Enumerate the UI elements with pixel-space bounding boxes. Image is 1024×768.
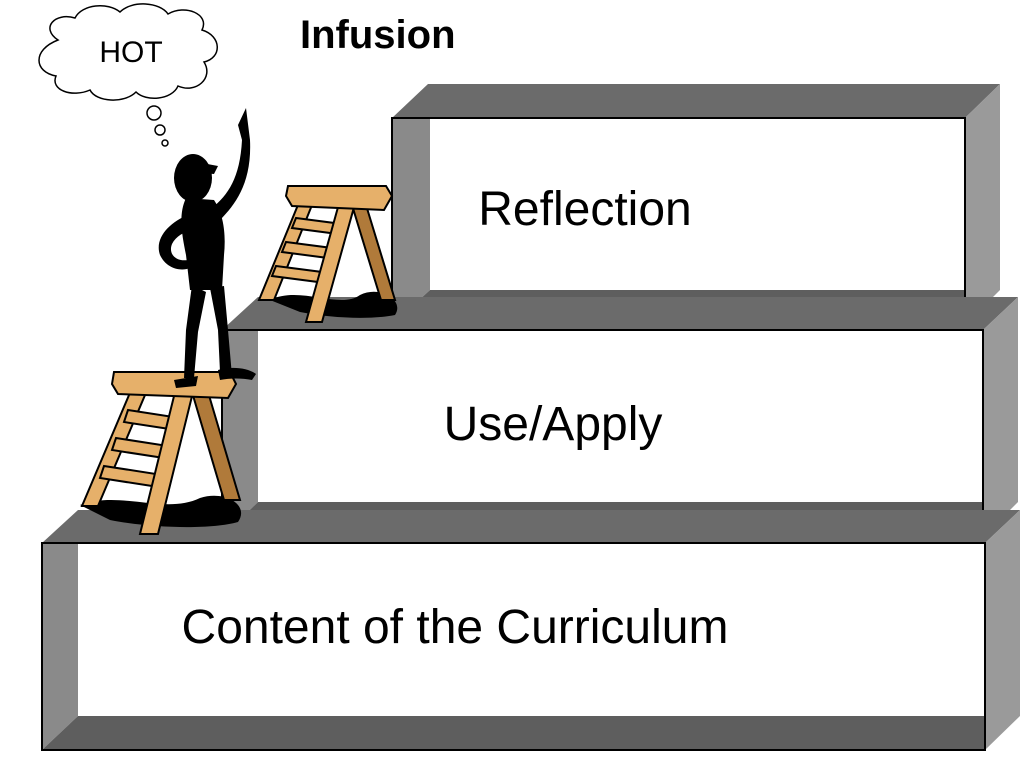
tier-content-right-face (985, 510, 1020, 750)
thought-dot-large (146, 105, 162, 121)
tier-reflection: Reflection (391, 84, 1000, 326)
thought-bubble-text: HOT (99, 36, 162, 69)
tier-use-apply: Use/Apply (221, 297, 1018, 538)
tier-content-label: Content of the Curriculum (182, 601, 729, 654)
thought-bubble: HOT (38, 3, 218, 147)
tier-content-inner-bottom (43, 716, 984, 749)
thought-dot-small (161, 139, 169, 147)
tier-reflection-inner-left (393, 119, 430, 324)
tier-use-apply-right-face (983, 297, 1018, 537)
tier-content: Content of the Curriculum (41, 510, 1020, 751)
tier-use-apply-top-face (222, 297, 1018, 330)
stepladder-icon (80, 371, 242, 535)
tier-reflection-label: Reflection (478, 183, 691, 236)
thought-dot-medium (154, 124, 166, 136)
diagram-title: Infusion (300, 13, 456, 57)
tier-content-inner-left (43, 544, 78, 749)
tier-content-top-face (42, 510, 1020, 543)
stepladder-icon (257, 185, 398, 323)
tier-reflection-right-face (965, 84, 1000, 325)
tier-content-front (41, 542, 986, 751)
tier-reflection-top-face (392, 84, 1000, 118)
thought-cloud-icon (38, 3, 218, 101)
tier-use-apply-label: Use/Apply (444, 398, 663, 451)
thinking-person-icon (158, 108, 256, 388)
